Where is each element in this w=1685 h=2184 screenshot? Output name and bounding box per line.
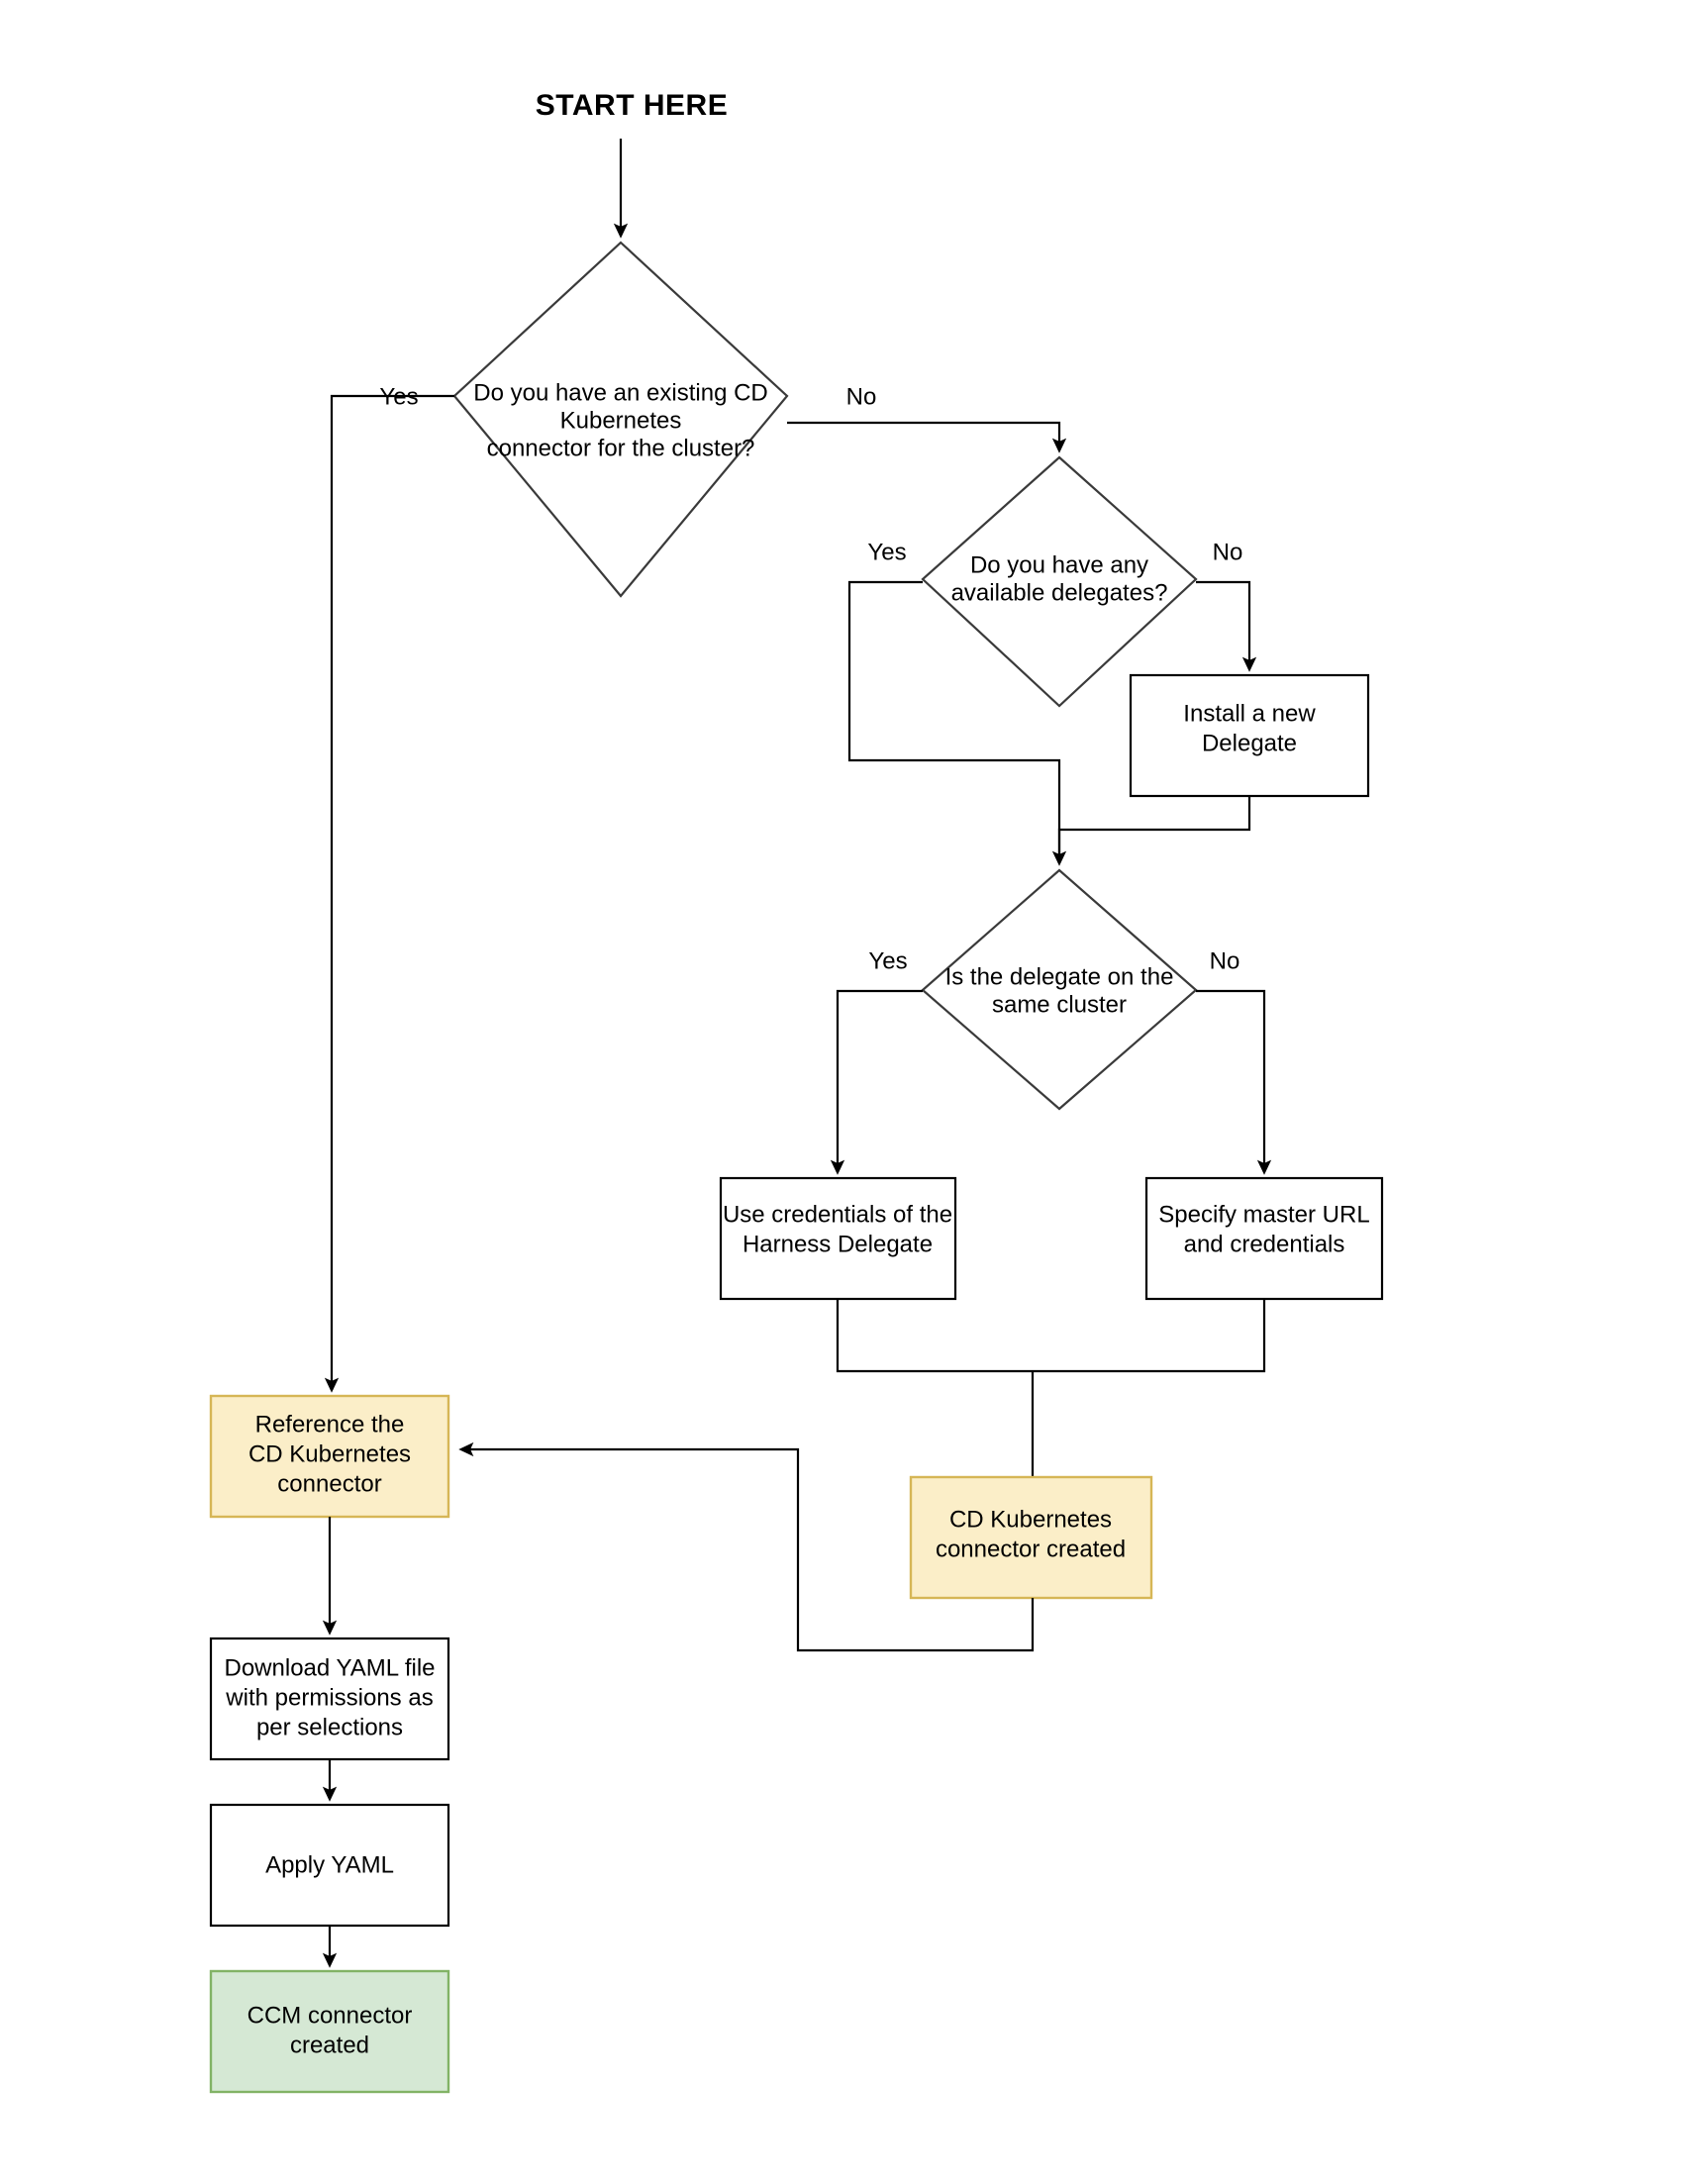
decision3-line1: Is the delegate on the xyxy=(945,963,1174,990)
process-download-yaml-file xyxy=(209,1637,450,1761)
edge-label-decision1-yes: Yes xyxy=(379,383,418,410)
decision-delegate-same-cluster xyxy=(921,868,1198,1111)
decision3-line2: same cluster xyxy=(992,991,1127,1018)
decision1-line1: Do you have an existing CD xyxy=(473,379,768,406)
ccm-connector-created-line1: CCM connector xyxy=(248,2002,413,2029)
terminal-ccm-connector-created xyxy=(209,1969,450,2094)
use-credentials-line1: Use credentials of the xyxy=(723,1201,952,1228)
edge-label-decision1-no: No xyxy=(846,383,877,410)
reference-connector-line1: Reference the xyxy=(255,1411,405,1438)
install-delegate-line1: Install a new xyxy=(1183,700,1316,727)
reference-connector-line2: CD Kubernetes xyxy=(248,1440,411,1467)
specify-master-url-line2: and credentials xyxy=(1184,1231,1345,1257)
cd-connector-created-line2: connector created xyxy=(936,1536,1126,1562)
install-delegate-line2: Delegate xyxy=(1202,730,1297,756)
terminal-cd-kubernetes-connector-created xyxy=(909,1475,1153,1600)
edge-label-decision3-no: No xyxy=(1210,947,1240,974)
reference-connector-line3: connector xyxy=(277,1470,381,1497)
start-here-label: START HERE xyxy=(536,89,728,122)
cd-connector-created-line1: CD Kubernetes xyxy=(949,1506,1112,1533)
edge-install-delegate-to-decision3 xyxy=(1057,796,1251,863)
decision-existing-cd-connector xyxy=(452,241,789,598)
decision-available-delegates xyxy=(921,455,1198,708)
edge-decision3-no xyxy=(1196,989,1272,1175)
download-yaml-line2: with permissions as xyxy=(225,1684,433,1711)
use-credentials-line2: Harness Delegate xyxy=(743,1231,933,1257)
download-yaml-line3: per selections xyxy=(256,1714,403,1740)
edge-use-credentials-merge xyxy=(836,1299,1033,1373)
process-apply-yaml xyxy=(209,1803,450,1928)
decision2-line1: Do you have any xyxy=(970,551,1148,578)
specify-master-url-line1: Specify master URL xyxy=(1158,1201,1369,1228)
process-specify-master-url xyxy=(1144,1176,1384,1301)
ccm-connector-created-line2: created xyxy=(290,2032,369,2058)
edge-decision1-no xyxy=(787,421,1067,453)
edge-specify-master-url-merge xyxy=(1033,1299,1266,1373)
edge-decision1-yes xyxy=(324,394,454,1393)
process-reference-cd-kubernetes-connector xyxy=(209,1394,450,1519)
apply-yaml-label: Apply YAML xyxy=(265,1851,394,1878)
edge-label-decision2-no: No xyxy=(1213,539,1243,565)
edge-decision3-yes xyxy=(830,989,923,1175)
process-use-harness-delegate-credentials xyxy=(719,1176,957,1301)
edge-label-decision2-yes: Yes xyxy=(867,539,906,565)
decision1-line3: connector for the cluster? xyxy=(487,435,755,461)
decision2-line2: available delegates? xyxy=(951,579,1168,606)
decision1-line2: Kubernetes xyxy=(560,407,682,434)
download-yaml-line1: Download YAML file xyxy=(225,1654,436,1681)
edge-label-decision3-yes: Yes xyxy=(868,947,907,974)
edge-decision2-yes xyxy=(847,580,1067,866)
edge-cd-connector-created-to-reference xyxy=(458,1441,1035,1652)
edge-decision2-no xyxy=(1196,580,1257,672)
